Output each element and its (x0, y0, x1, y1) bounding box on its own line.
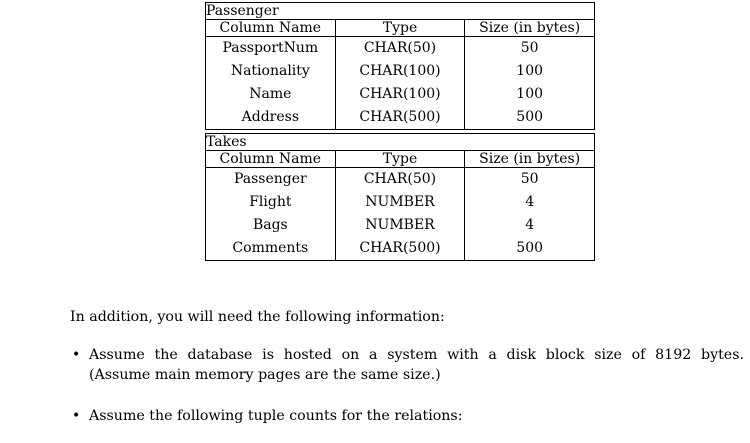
table-row: Comments (232, 240, 309, 256)
bullet-dot-icon: • (72, 347, 81, 363)
table-header-row: Column Name Type Size (in bytes) (205, 150, 595, 168)
table-row: 100 (516, 63, 544, 79)
table-title-takes: Takes (205, 133, 595, 151)
table-title-passenger: Passenger (205, 2, 595, 20)
header-size: Size (in bytes) (464, 19, 595, 37)
bullet-dot-icon: • (72, 408, 81, 424)
header-size: Size (in bytes) (464, 150, 595, 168)
bullet-line: Assume the following tuple counts for th… (89, 408, 463, 424)
schema-table-takes: Takes Column Name Type Size (in bytes) P… (205, 133, 595, 261)
bullet-item: • Assume the database is hosted on a sys… (70, 345, 744, 385)
table-body-row: Passenger Flight Bags Comments CHAR(50) … (205, 167, 595, 261)
table-row: Passenger (233, 171, 307, 187)
table-row: Flight (249, 194, 292, 210)
size-cells: 50 100 100 500 (464, 36, 595, 130)
table-row: CHAR(500) (359, 109, 441, 125)
schema-table-passenger: Passenger Column Name Type Size (in byte… (205, 2, 595, 130)
header-column-name: Column Name (205, 19, 336, 37)
table-row: 4 (525, 217, 535, 233)
table-row: 500 (516, 109, 544, 125)
header-type: Type (334, 150, 466, 168)
type-cells: CHAR(50) NUMBER NUMBER CHAR(500) (334, 167, 466, 261)
bullet-item: • Assume the following tuple counts for … (70, 406, 744, 426)
table-row: NUMBER (365, 217, 435, 233)
table-row: Address (241, 109, 300, 125)
table-row: CHAR(100) (359, 86, 441, 102)
type-cells: CHAR(50) CHAR(100) CHAR(100) CHAR(500) (334, 36, 466, 130)
table-row: Bags (252, 217, 288, 233)
schema-tables-block: Passenger Column Name Type Size (in byte… (205, 2, 595, 261)
table-row: 100 (516, 86, 544, 102)
table-row: CHAR(100) (359, 63, 441, 79)
table-title-row: Passenger (205, 2, 595, 20)
table-title-row: Takes (205, 133, 595, 151)
table-header-row: Column Name Type Size (in bytes) (205, 19, 595, 37)
bullet-line: (Assume main memory pages are the same s… (89, 367, 441, 383)
size-cells: 50 4 4 500 (464, 167, 595, 261)
table-row: NUMBER (365, 194, 435, 210)
table-row: 50 (520, 171, 539, 187)
table-row: CHAR(50) (363, 171, 437, 187)
bullet-body: Assume the database is hosted on a syste… (89, 345, 744, 385)
column-name-cells: PassportNum Nationality Name Address (205, 36, 336, 130)
table-row: Name (249, 86, 292, 102)
table-row: CHAR(50) (363, 40, 437, 56)
table-row: PassportNum (222, 40, 319, 56)
table-row: 50 (520, 40, 539, 56)
header-column-name: Column Name (205, 150, 336, 168)
intro-paragraph: In addition, you will need the following… (70, 309, 445, 325)
bullet-line: Assume the database is hosted on a syste… (89, 347, 744, 363)
table-row: Nationality (230, 63, 310, 79)
column-name-cells: Passenger Flight Bags Comments (205, 167, 336, 261)
header-type: Type (334, 19, 466, 37)
table-row: CHAR(500) (359, 240, 441, 256)
table-body-row: PassportNum Nationality Name Address CHA… (205, 36, 595, 130)
bullet-body: Assume the following tuple counts for th… (89, 406, 744, 426)
table-row: 500 (516, 240, 544, 256)
table-row: 4 (525, 194, 535, 210)
